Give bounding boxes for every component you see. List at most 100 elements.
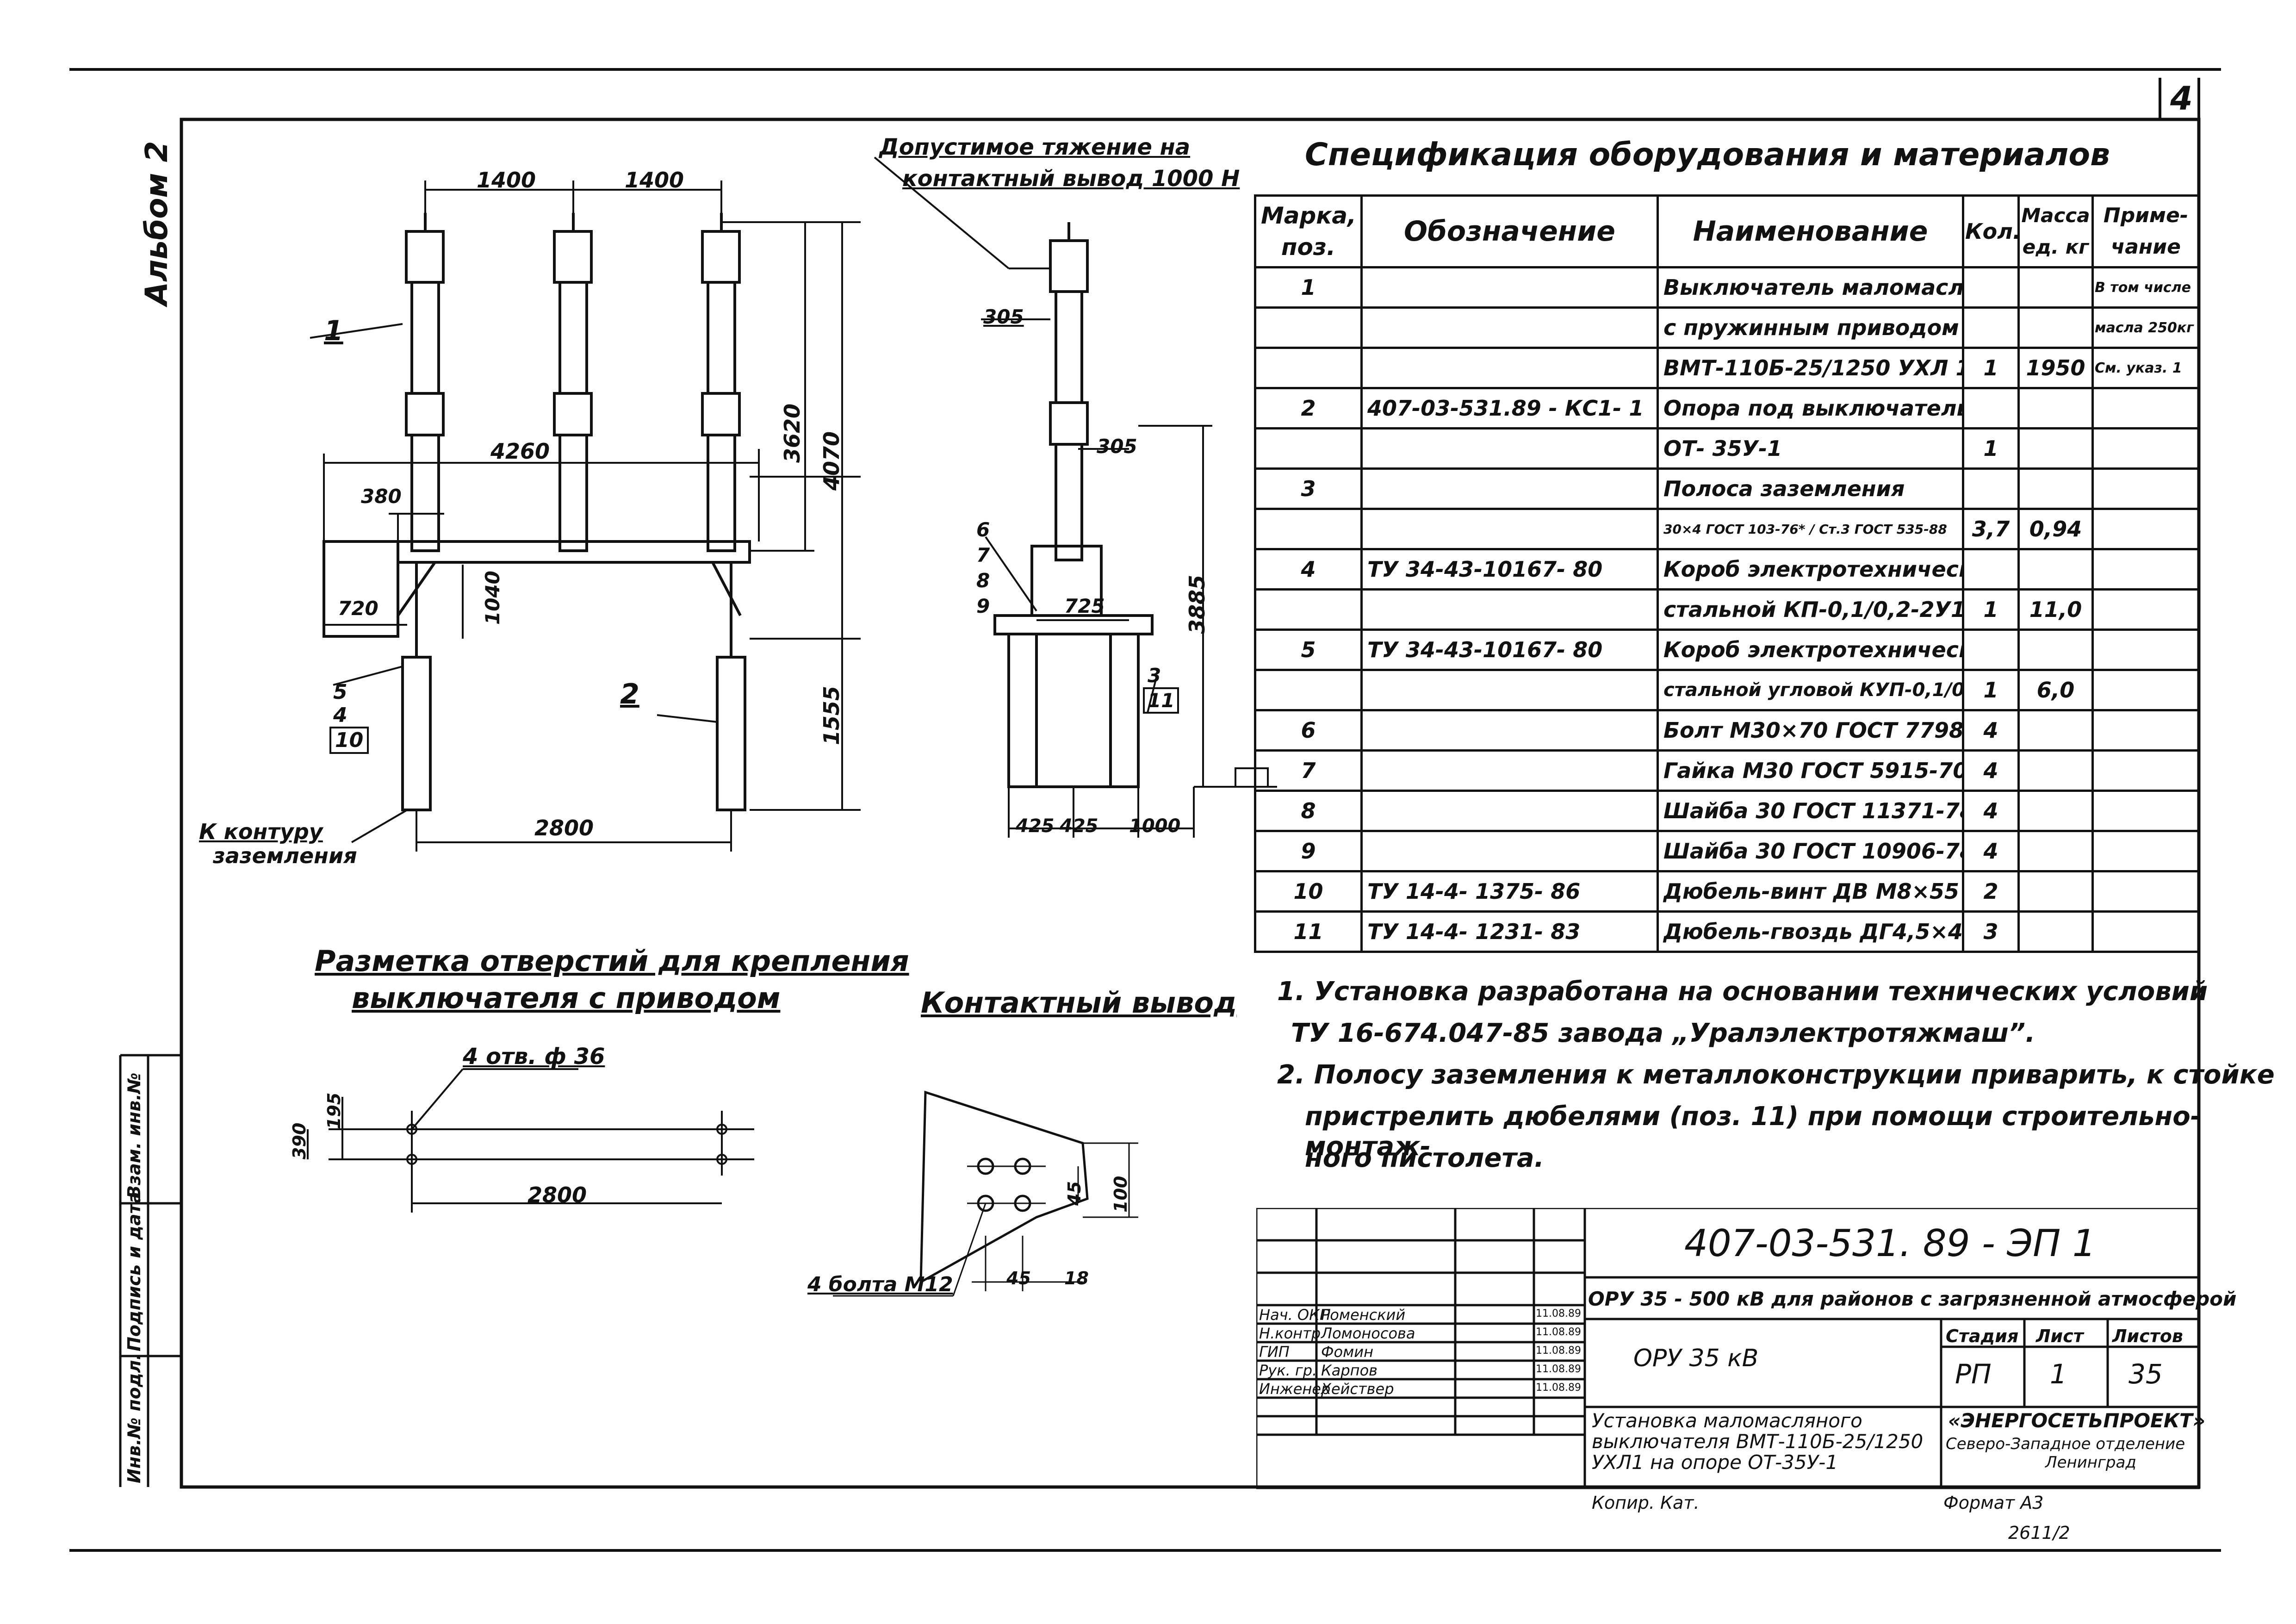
front-dim-spacing-2: 1400 [625, 168, 684, 193]
contact-dim-100: 100 [1111, 1176, 1131, 1213]
front-position-4: 4 [333, 703, 348, 727]
spec-cell-mass: 11,0 [2017, 588, 2094, 631]
spec-cell-mass [2017, 467, 2094, 510]
note-line-4: пристрелить дюбелями (поз. 11) при помощ… [1305, 1101, 2201, 1162]
spec-cell-mass: 1950 [2017, 347, 2094, 389]
spec-cell-name: Дюбель-гвоздь ДГ4,5×40 [1657, 910, 1964, 953]
spec-cell-name: Шайба 30 ГОСТ 11371-78* [1657, 790, 1964, 832]
spec-header-row: Марка, поз. Обозначение Наименование Кол… [1254, 194, 2200, 268]
spec-cell-designation [1360, 669, 1659, 711]
holes-title-line1: Разметка отверстий для крепления [315, 944, 909, 978]
holes-dim-390: 390 [289, 1122, 310, 1159]
spec-cell-designation: ТУ 14-4- 1375- 86 [1360, 870, 1659, 913]
ground-label-line2: заземления [213, 843, 357, 868]
front-dim-spacing-1: 1400 [477, 168, 536, 193]
spec-cell-qty: 1 [1962, 347, 2020, 389]
side-dim-425b: 425 [1060, 815, 1098, 837]
title-name-line1: Установка маломасляного [1592, 1409, 1862, 1432]
spec-cell-note: масла 250кг [2091, 306, 2200, 349]
spec-cell-mark: 11 [1254, 910, 1363, 953]
signature-date: 11.08.89 [1536, 1363, 1581, 1375]
spec-cell-note [2091, 790, 2200, 832]
spec-cell-mark: 5 [1254, 628, 1363, 671]
signature-name: Хействер [1321, 1380, 1394, 1398]
title-project: ОРУ 35 - 500 кВ для районов с загрязненн… [1588, 1288, 2237, 1310]
side-dim-425a: 425 [1016, 815, 1055, 837]
spec-cell-mark: 3 [1254, 467, 1363, 510]
spec-cell-mark: 2 [1254, 387, 1363, 429]
holes-title-line2: выключателя с приводом [352, 981, 781, 1015]
note-line-5: ного пистолета. [1305, 1143, 1544, 1173]
spec-cell-mass [2017, 628, 2094, 671]
spec-cell-qty: 3 [1962, 910, 2020, 953]
front-position-10: 10 [329, 727, 369, 754]
insulator-left [405, 213, 445, 552]
spec-cell-designation: ТУ 34-43-10167- 80 [1360, 548, 1659, 591]
spec-cell-designation [1360, 588, 1659, 631]
contact-dim-45h: 45 [1006, 1268, 1031, 1288]
spec-cell-designation [1360, 830, 1659, 872]
spec-cell-name: стальной КП-0,1/0,2-2У1 [1657, 588, 1964, 631]
spec-cell-note [2091, 830, 2200, 872]
signature-date: 11.08.89 [1536, 1382, 1581, 1394]
spec-cell-qty [1962, 266, 2020, 309]
spec-cell-note [2091, 749, 2200, 792]
spec-cell-mass [2017, 830, 2094, 872]
holes-drawing [307, 1068, 754, 1213]
spec-header-mark: Марка, поз. [1254, 194, 1363, 268]
front-dim-380: 380 [361, 485, 402, 508]
spec-cell-mark: 10 [1254, 870, 1363, 913]
title-org-line2: Северо-Западное отделение [1946, 1435, 2185, 1453]
front-dim-2800: 2800 [534, 815, 594, 840]
spec-cell-mark [1254, 508, 1363, 550]
format-label: Формат А3 [1943, 1493, 2044, 1513]
spec-title: Спецификация оборудования и материалов [1305, 137, 2110, 173]
spec-cell-note [2091, 508, 2200, 550]
spec-cell-name: Дюбель-винт ДВ М8×55 [1657, 870, 1964, 913]
spec-cell-mass: 0,94 [2017, 508, 2094, 550]
side-dim-3885: 3885 [1185, 574, 1210, 634]
spec-cell-qty [1962, 387, 2020, 429]
title-org-line1: «ЭНЕРГОСЕТЬПРОЕКТ» [1948, 1409, 2205, 1432]
spec-cell-qty: 2 [1962, 870, 2020, 913]
signature-name: Роменский [1321, 1306, 1406, 1324]
spec-cell-mass [2017, 306, 2094, 349]
spec-cell-designation [1360, 347, 1659, 389]
side-position-9: 9 [976, 595, 990, 617]
front-view-drawing [310, 180, 861, 852]
side-dim-305-mid: 305 [1097, 435, 1137, 458]
spec-cell-name: ВМТ-110Б-25/1250 УХЛ 1 [1657, 347, 1964, 389]
spec-cell-designation [1360, 467, 1659, 510]
front-dim-3620: 3620 [780, 403, 805, 463]
spec-cell-designation: ТУ 14-4- 1231- 83 [1360, 910, 1659, 953]
title-sheet-value: 1 [2050, 1358, 2067, 1390]
footer-number: 2611/2 [2008, 1523, 2070, 1543]
spec-cell-note [2091, 548, 2200, 591]
spec-table: Марка, поз. Обозначение Наименование Кол… [1254, 194, 2200, 953]
spec-cell-note: См. указ. 1 [2091, 347, 2200, 389]
front-position-2: 2 [620, 678, 639, 710]
spec-cell-mass: 6,0 [2017, 669, 2094, 711]
signature-date: 11.08.89 [1536, 1345, 1581, 1356]
spec-cell-qty: 4 [1962, 830, 2020, 872]
holes-dim-2800: 2800 [527, 1182, 587, 1207]
spec-cell-mark: 7 [1254, 749, 1363, 792]
insulator-middle [553, 213, 593, 552]
side-dim-725: 725 [1064, 595, 1105, 617]
spec-cell-designation [1360, 790, 1659, 832]
spec-cell-designation [1360, 508, 1659, 550]
front-position-1: 1 [324, 315, 343, 347]
spec-cell-mass [2017, 749, 2094, 792]
spec-cell-designation [1360, 427, 1659, 470]
spec-cell-note [2091, 910, 2200, 953]
spec-cell-mark: 4 [1254, 548, 1363, 591]
side-dim-1000: 1000 [1129, 815, 1181, 837]
